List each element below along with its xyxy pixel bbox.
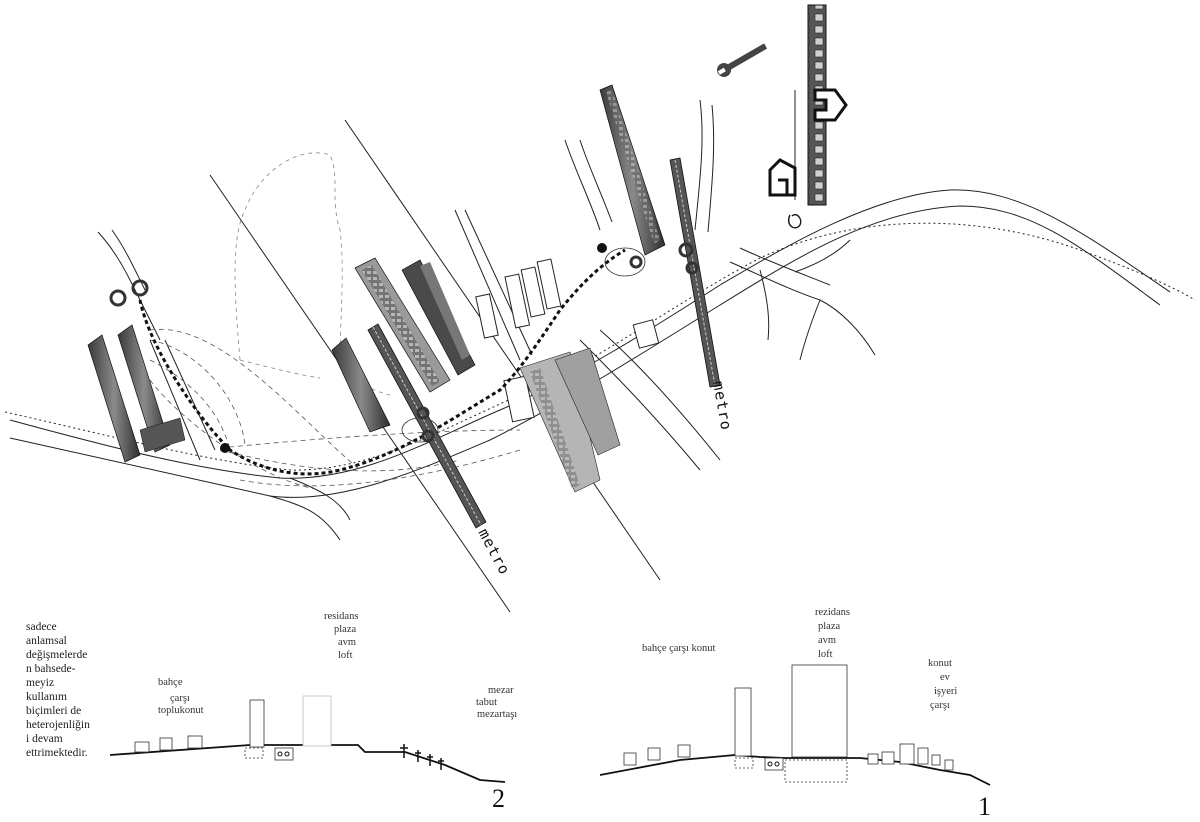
left-tower-cluster (87, 324, 186, 463)
arrow-loop (234, 152, 391, 396)
section2-label-bahce: bahçe (158, 677, 183, 688)
section-1-profile (599, 664, 991, 786)
section2-label-tabut: tabut (476, 697, 497, 708)
main-route (138, 248, 626, 476)
section2-number: 2 (492, 784, 505, 813)
note-line: i devam (26, 733, 63, 745)
section1-label-isyeri: işyeri (934, 686, 958, 697)
section2-label-residans: residans (324, 611, 359, 622)
section1-label-avm: avm (818, 635, 837, 646)
section2-label-mezartasi: mezartaşı (477, 709, 518, 720)
small-arrow-loop-icon (788, 214, 802, 229)
note-line: ettrimektedir. (26, 747, 88, 759)
wrench-icon (717, 43, 768, 77)
section2-label-plaza: plaza (334, 624, 357, 635)
section1-label-plaza: plaza (818, 621, 841, 632)
metro-loop-icon (109, 242, 699, 443)
section1-label-ev: ev (940, 672, 950, 683)
cemetery-cross-icon (400, 744, 444, 770)
section1-label-rezidans: rezidans (815, 607, 850, 618)
house-icon (768, 88, 848, 197)
metro-train-1 (367, 323, 487, 529)
section2-label-loft: loft (338, 650, 353, 661)
upper-tower (599, 84, 666, 256)
note-line: değişmelerde (26, 649, 88, 661)
parking-strip (807, 4, 827, 206)
section-2-profile (109, 695, 506, 783)
section1-label-bahce-carsi-konut: bahçe çarşı konut (642, 643, 716, 654)
lower-tower-cluster (519, 347, 621, 493)
metro-label-2: metro (709, 380, 735, 433)
note-line: kullanım (26, 691, 67, 703)
note-line: anlamsal (26, 635, 67, 647)
note-line: n bahsede- (26, 663, 76, 675)
section1-label-konut: konut (928, 658, 952, 669)
section2-label-toplukonut: toplukonut (158, 705, 204, 716)
note-line: sadece (26, 621, 57, 633)
metro-label-1: metro (474, 525, 513, 578)
section1-label-carsi: çarşı (930, 700, 950, 711)
section1-label-loft: loft (818, 649, 833, 660)
note-line: meyiz (26, 677, 55, 689)
annotation-note: sadece anlamsal değişmelerde n bahsede- … (26, 620, 122, 760)
flow-lines (149, 328, 521, 491)
section2-label-mezar: mezar (488, 685, 514, 696)
section2-label-avm: avm (338, 637, 357, 648)
note-line: biçimleri de (26, 705, 82, 717)
section2-label-carsi: çarşı (170, 693, 190, 704)
street-network (4, 90, 1196, 613)
center-tower-cluster (331, 257, 476, 433)
section1-number: 1 (978, 792, 991, 821)
note-line: heterojenliğin (26, 719, 90, 731)
